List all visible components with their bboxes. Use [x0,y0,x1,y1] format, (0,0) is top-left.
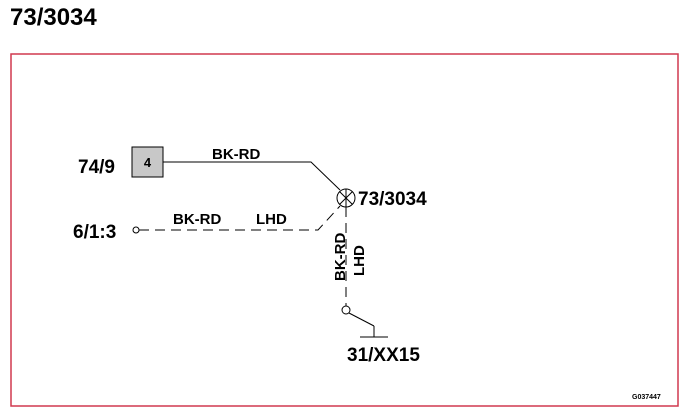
connector-box-74-9[interactable] [131,146,164,178]
wire-top[interactable] [163,161,341,191]
wire-top-color: BK-RD [212,146,260,163]
ground-terminal[interactable] [341,305,351,315]
pin-number: 4 [144,155,152,170]
ground-symbol-icon [348,312,388,338]
lamp-symbol-icon[interactable] [336,188,356,208]
wire-mid-color: BK-RD [173,211,221,228]
figure-id: G037447 [632,394,661,401]
diagram-frame [10,53,679,407]
connector-label-mid-left: 6/1:3 [73,222,116,243]
wire-mid[interactable] [139,205,341,231]
wire-mid-variant: LHD [256,211,287,228]
wire-vertical-variant: LHD [351,245,368,276]
ground-label: 31/XX15 [347,345,420,366]
component-label: 73/3034 [358,189,427,210]
connector-label-top-left: 74/9 [78,157,115,178]
wire-vertical-color: BK-RD [332,233,349,281]
connector-terminal-mid-left[interactable] [132,226,140,234]
page-title: 73/3034 [10,4,97,31]
